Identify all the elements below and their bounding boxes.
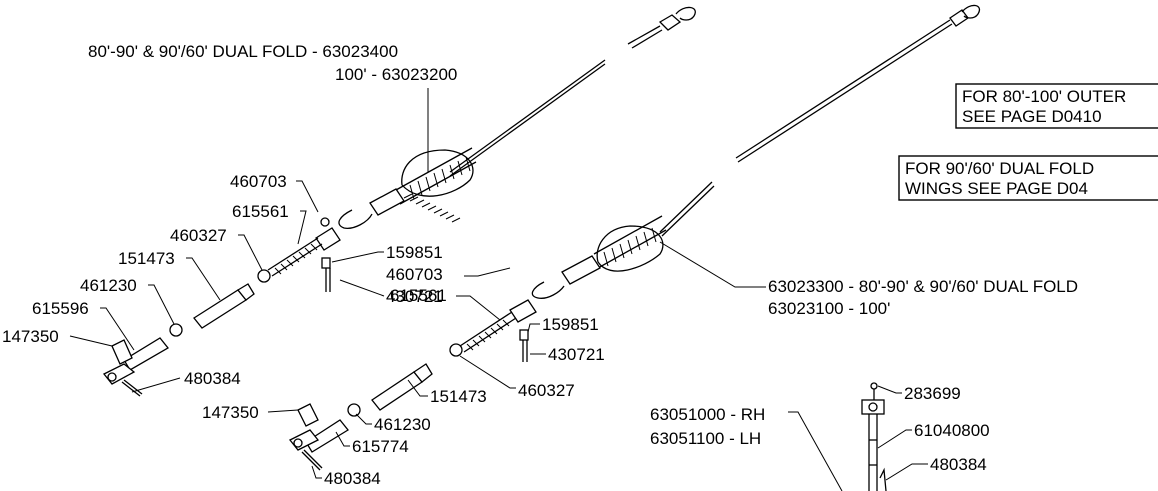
leader-right-480384 (885, 463, 928, 481)
note-outer-wings: FOR 80'-100' OUTER SEE PAGE D0410 (955, 83, 1158, 129)
leader-lower-461230 (355, 413, 372, 425)
cable-a-title-line-2: 100' - 63023200 (335, 65, 457, 84)
callout-159851: 159851 (386, 243, 443, 262)
leader-430721 (339, 279, 385, 297)
right-callout-61040800: 61040800 (914, 421, 990, 440)
callout-461230: 461230 (80, 276, 137, 295)
upper-cable-assembly (102, 6, 696, 397)
leader-615596 (100, 307, 135, 351)
upper-threaded-rod (267, 237, 323, 277)
lower-callout-460327: 460327 (518, 381, 575, 400)
leader-61040800 (877, 429, 912, 449)
leader-460703-b (464, 267, 511, 277)
leader-lower-159851 (527, 323, 540, 333)
lower-spring (593, 215, 667, 272)
lower-callout-461230: 461230 (374, 415, 431, 434)
leader-lower-615774 (335, 431, 350, 447)
leader-480384 (131, 377, 181, 393)
right-hinge-assembly (861, 382, 887, 491)
upper-spring (395, 147, 477, 223)
assy-rh-label: 63051000 - RH (650, 405, 765, 424)
note-dual-line-2: WINGS SEE PAGE D04 (905, 179, 1088, 198)
note-dual-fold: FOR 90'/60' DUAL FOLD WINGS SEE PAGE D04 (898, 155, 1158, 201)
lower-callout-480384: 480384 (324, 469, 381, 488)
leader-461230 (148, 284, 175, 325)
callout-615561: 615561 (232, 202, 289, 221)
leader-lower-480384 (311, 465, 322, 479)
leader-151473 (186, 257, 221, 301)
cable-b-title-line-1: 63023300 - 80'-90' & 90'/60' DUAL FOLD (768, 277, 1078, 296)
leader-147350 (69, 335, 113, 347)
cable-a-title-line-1: 80'-90' & 90'/60' DUAL FOLD - 63023400 (88, 42, 398, 61)
note-outer-line-1: FOR 80'-100' OUTER (962, 87, 1126, 106)
callout-615596: 615596 (32, 299, 89, 318)
leader-lower-151473 (407, 379, 428, 397)
leader-460327 (238, 234, 263, 271)
leader-460703 (296, 180, 319, 213)
right-callout-283699: 283699 (904, 384, 961, 403)
cable-b-title-line-2: 63023100 - 100' (768, 299, 890, 318)
note-outer-line-2: SEE PAGE D0410 (962, 107, 1102, 126)
cable-b-leader (659, 241, 766, 288)
callout-460703: 460703 (230, 172, 287, 191)
lower-callout-147350: 147350 (202, 403, 259, 422)
lower-threaded-rod (459, 311, 517, 353)
leader-159851 (331, 251, 384, 263)
leader-615561 (297, 210, 307, 245)
lower-callout-430721: 430721 (548, 345, 605, 364)
lower-callout-151473: 151473 (430, 387, 487, 406)
callout-480384: 480384 (184, 369, 241, 388)
callout-430721: 430721 (386, 287, 443, 306)
callout-151473: 151473 (118, 249, 175, 268)
lower-callout-615774: 615774 (352, 437, 409, 456)
right-callout-480384: 480384 (930, 455, 987, 474)
callout-460327: 460327 (170, 226, 227, 245)
note-dual-line-1: FOR 90'/60' DUAL FOLD (905, 159, 1094, 178)
leader-283699 (877, 385, 902, 394)
assy-lh-label: 63051100 - LH (650, 429, 761, 448)
lower-callout-159851: 159851 (542, 315, 599, 334)
leader-lower-460327 (459, 355, 516, 389)
assy-leader (788, 411, 843, 491)
callout-147350: 147350 (2, 327, 59, 346)
callout-460703-b: 460703 (386, 265, 443, 284)
leader-lower-147350 (267, 409, 299, 413)
